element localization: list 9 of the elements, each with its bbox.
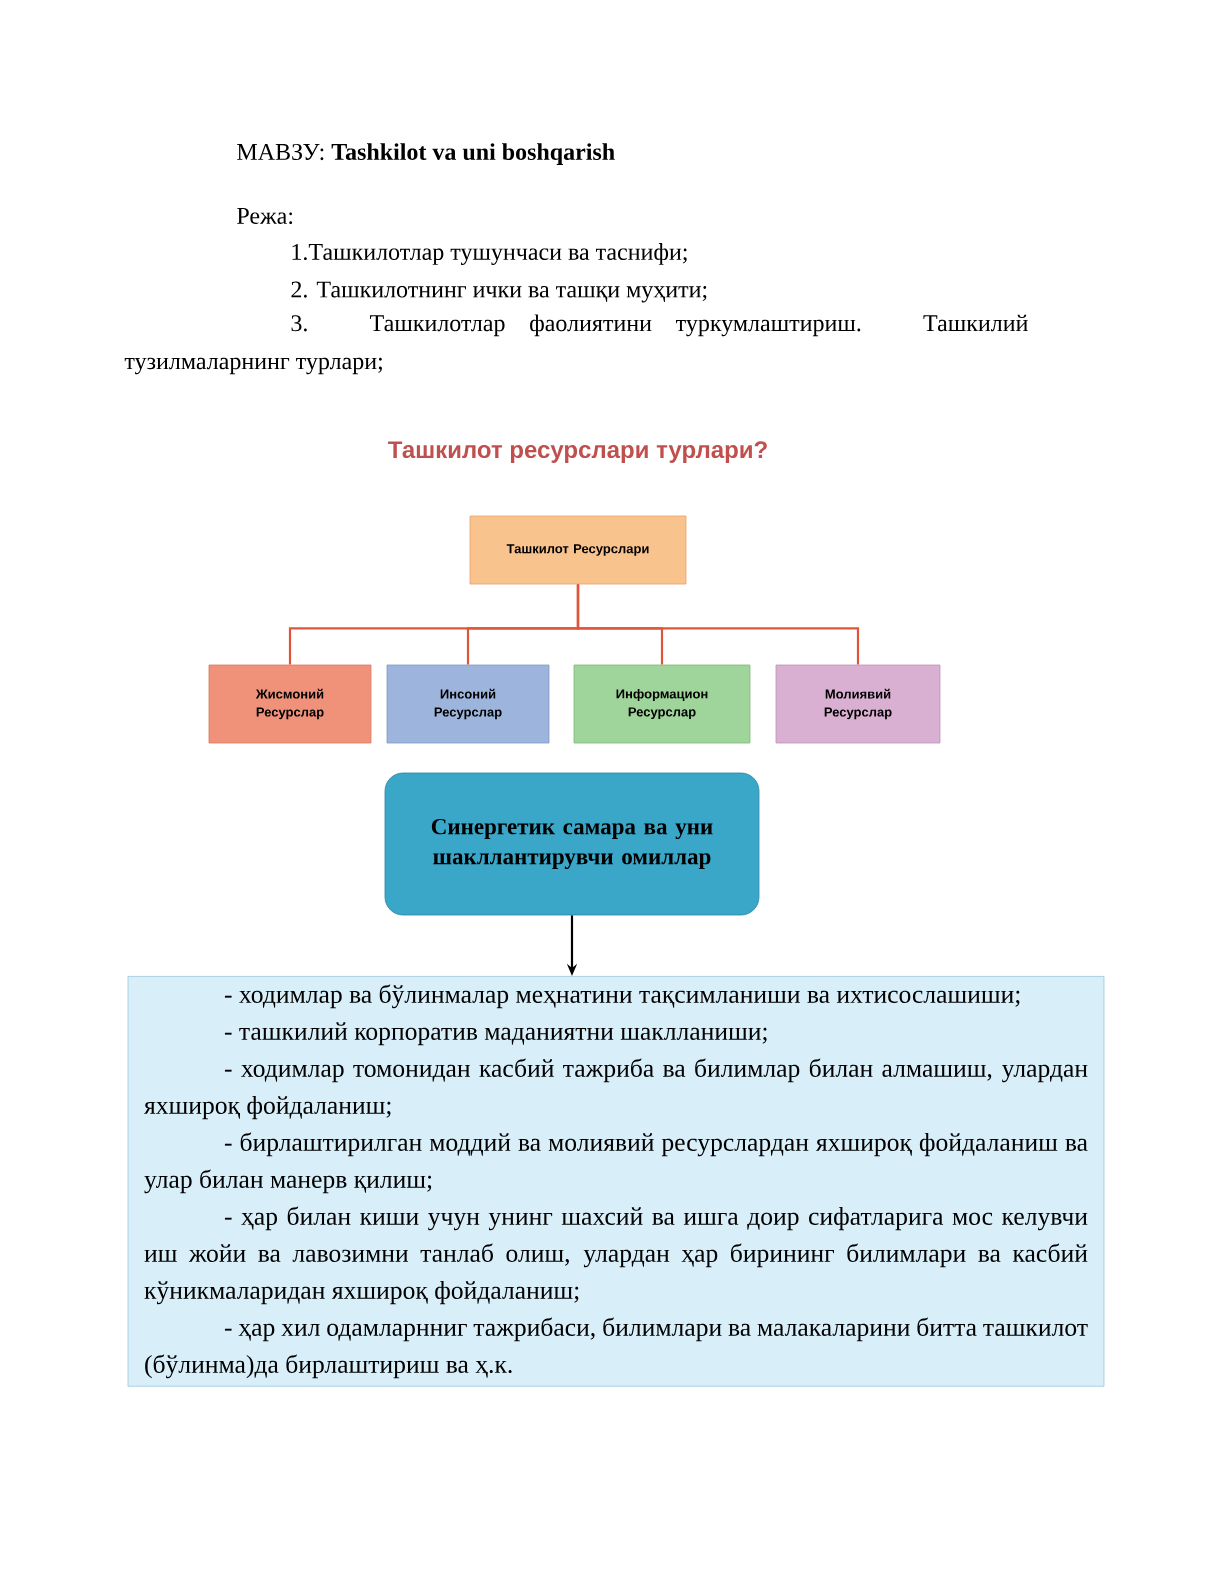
text-panel: - ходимлар ва бўлинмалар меҳнатини тақсимланиши ва ихтисослашиши; - ташкилий корпоратив маданиятни шаклланиши; - ходимлар томонидан касбий тажриба ва билимлар билан алмашиш, улардан яхшироқ фойдаланиш; - бирлаштирилган моддий ва молиявий ресурслардан яхшироқ фойдаланиш ва улар билан манерв қилиш; - ҳар билан киши учун унинг шахсий ва ишга доир сифатларига мос келувчи иш жойи ва лавозимни танлаб олиш, улардан ҳар бирининг билимлари ва касбий кўникмаларидан яхшироқ фойдаланиш; - ҳар хил одамларнниг тажрибаси, билимлари ва малакаларини битта ташкилот (бўлинма)да бирлаштириш ва ҳ.к. [127,976,1105,1387]
plan-item: 1.Ташкилотлар тушунчаси ва таснифи; [292,243,687,265]
plan-item: 2. Ташкилотнинг ички ва ташқи муҳити; [291,281,707,303]
rounded-box: Синергетик самара ва уни шакллантирувчи омиллар [384,772,760,916]
heading-text: МАВЗУ: Tashkilot va uni boshqarish [237,143,615,165]
plan-item: 3. Ташкилотлар фаолиятини туркумлаштириш. Ташкилий тузилмаларнинг турлари; [124,314,1028,375]
plan-item: Режа: [237,208,293,225]
connector-line [576,584,860,665]
chart-title: Ташкилот ресурслари турлари? [388,441,767,463]
